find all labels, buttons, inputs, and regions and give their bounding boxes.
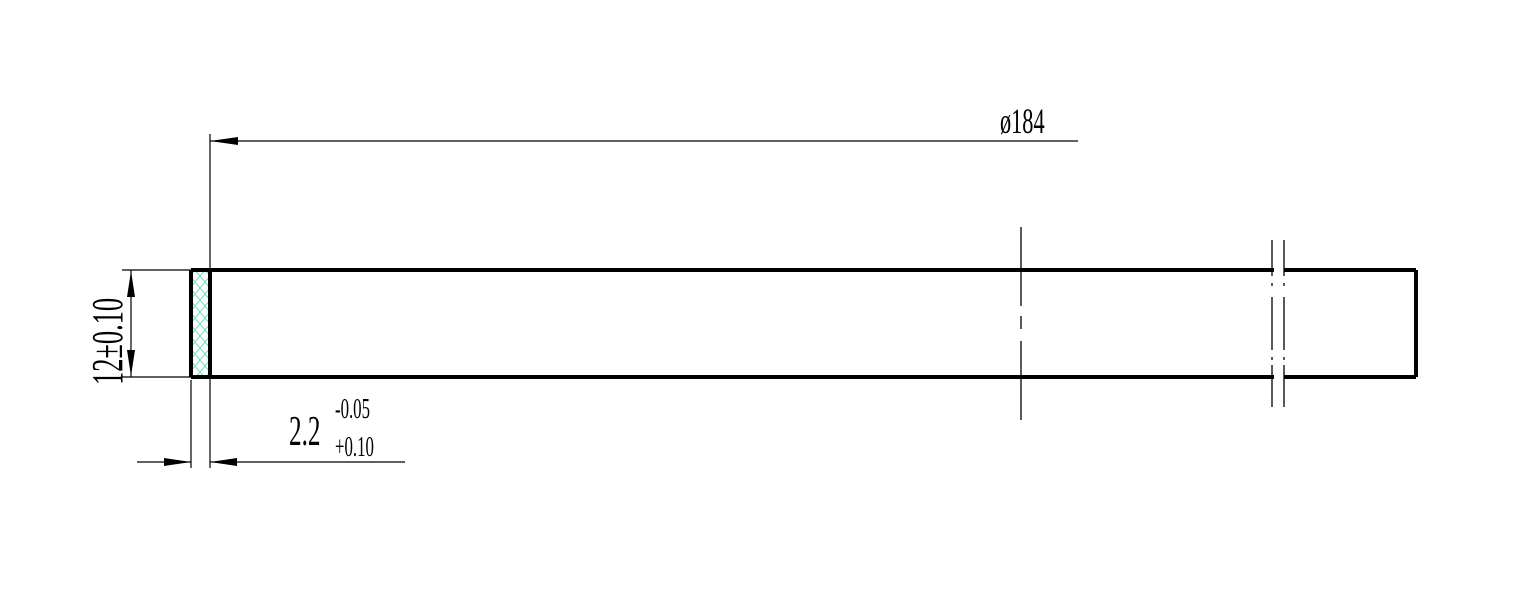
- width-nominal-label: 2.2: [289, 409, 320, 455]
- thickness-dimension: [122, 269, 191, 378]
- diameter-label: ø184: [1000, 102, 1045, 142]
- diameter-dimension: [209, 134, 1078, 468]
- width-lower-tolerance: +0.10: [335, 431, 374, 463]
- width-upper-tolerance: -0.05: [335, 393, 370, 425]
- break-lines: [1271, 240, 1285, 407]
- part-outline: [189, 268, 1418, 379]
- hatched-section: [192, 271, 209, 376]
- thickness-label: 12±0.10: [83, 298, 132, 385]
- width-dimension: [137, 380, 405, 468]
